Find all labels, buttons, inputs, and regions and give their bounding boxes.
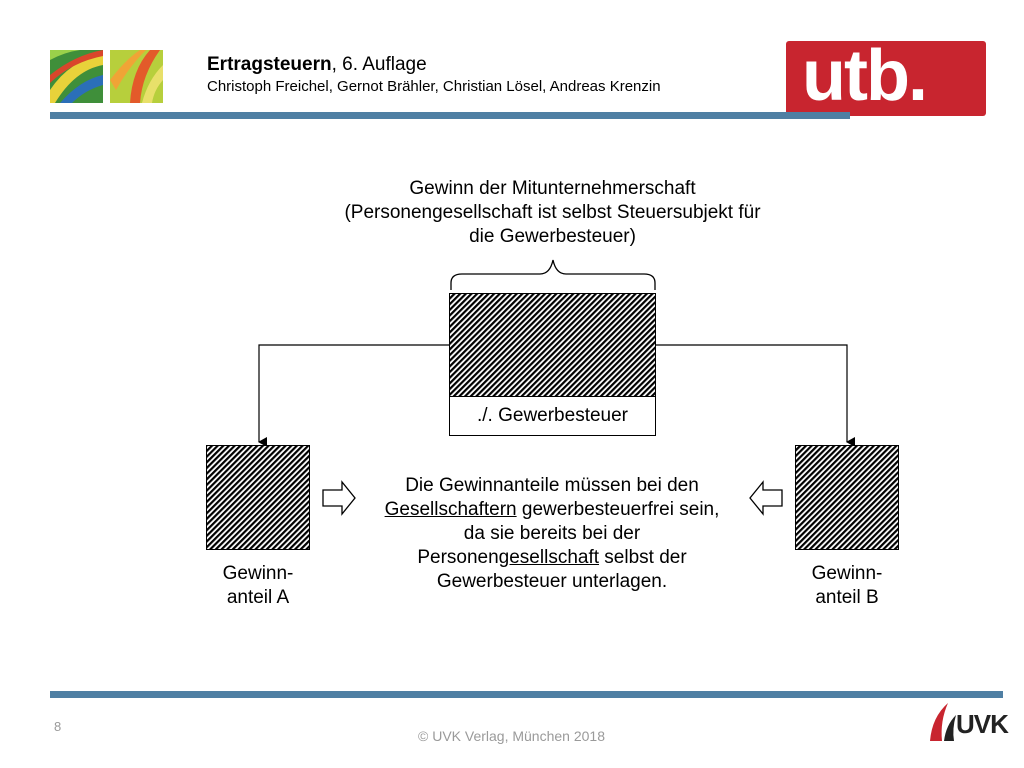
note-line-5: Gewerbesteuer unterlagen. [370, 570, 734, 594]
connector-left [259, 345, 449, 442]
note-line-1: Die Gewinnanteile müssen bei den [370, 474, 734, 498]
profit-caption: Gewinn der Mitunternehmerschaft (Persone… [330, 177, 775, 249]
uvk-logo-text: UVK [956, 709, 1008, 740]
page-number: 8 [54, 719, 61, 734]
explanation-note: Die Gewinnanteile müssen bei den Gesells… [370, 474, 734, 594]
profit-share-a-box [206, 445, 310, 550]
note-line-2-rest: gewerbesteuerfrei sein, [517, 499, 720, 520]
connector-right [656, 345, 847, 442]
note-line-2: Gesellschaftern gewerbesteuerfrei sein, [370, 498, 734, 522]
note-underlined-shareholders: Gesellschaftern [385, 499, 517, 520]
caption-line-2: (Personengesellschaft ist selbst Steuers… [330, 201, 775, 225]
share-b-line-1: Gewinn- [787, 562, 907, 586]
profit-share-b-label: Gewinn- anteil B [787, 562, 907, 610]
profit-share-b-box [795, 445, 899, 550]
note-line-4: Personengesellschaft selbst der [370, 546, 734, 570]
note-underlined-company: gesellschaft [499, 547, 599, 568]
note-line-3: da sie bereits bei der [370, 522, 734, 546]
share-a-line-2: anteil A [198, 586, 318, 610]
caption-line-1: Gewinn der Mitunternehmerschaft [330, 177, 775, 201]
note-line-4-rest: selbst der [599, 547, 687, 568]
profit-share-a-label: Gewinn- anteil A [198, 562, 318, 610]
hollow-arrow-right-icon [323, 482, 355, 514]
partnership-profit-box [449, 293, 656, 397]
share-b-line-2: anteil B [787, 586, 907, 610]
footer-divider [50, 691, 1003, 698]
hollow-arrow-left-icon [750, 482, 782, 514]
note-line-4-pre: Personen [417, 547, 498, 568]
copyright-notice: © UVK Verlag, München 2018 [418, 728, 605, 744]
caption-line-3: die Gewerbesteuer) [330, 225, 775, 249]
share-a-line-1: Gewinn- [198, 562, 318, 586]
curly-brace [451, 260, 655, 290]
trade-tax-deduction-box: ./. Gewerbesteuer [449, 396, 656, 436]
